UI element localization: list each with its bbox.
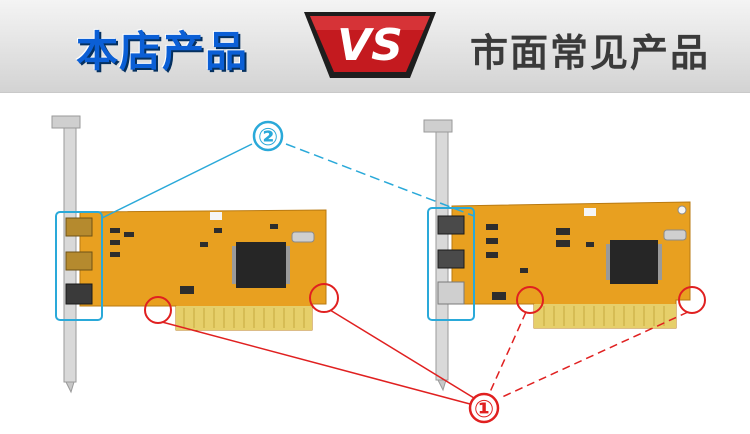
left-bracket-highlight-1 [144, 296, 172, 324]
right-rca-jack-2 [437, 249, 465, 269]
marker-1-circle [468, 392, 500, 424]
right-svideo-port [437, 281, 465, 305]
common-capture-card [423, 119, 691, 392]
our-product-title: 本店产品 [75, 27, 248, 76]
common-product-title: 市面常见产品 [469, 31, 710, 75]
left-rca-jack-2 [65, 251, 93, 271]
our-capture-card [51, 115, 327, 394]
right-rca-jack-1 [437, 215, 465, 235]
right-bracket-highlight-1 [516, 286, 544, 314]
left-main-chip [236, 242, 286, 288]
left-connector-highlight [55, 211, 103, 321]
left-rca-jack-1 [65, 217, 93, 237]
vs-badge: VS [304, 12, 436, 78]
right-main-chip [610, 240, 658, 284]
product-photos: ② ① [51, 115, 706, 424]
vs-label: VS [337, 20, 403, 71]
right-bracket-highlight-2 [678, 286, 706, 314]
marker-1-callouts: ① [144, 283, 706, 424]
marker-2-label: ② [258, 123, 278, 151]
marker-2-circle [252, 120, 284, 152]
marker-1-label: ① [474, 395, 494, 423]
right-gold-fingers [534, 304, 676, 328]
left-bracket-highlight-2 [309, 283, 339, 313]
left-svideo-port [65, 283, 93, 305]
left-bracket [63, 115, 77, 383]
right-connector-highlight [427, 207, 475, 321]
marker-2-callouts: ② [55, 120, 475, 321]
comparison-banner: 本店产品 VS 市面常见产品 [0, 0, 750, 93]
